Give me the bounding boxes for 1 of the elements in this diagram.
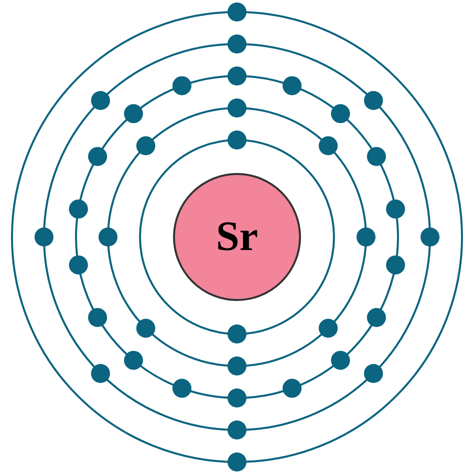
element-symbol: Sr [216,216,258,258]
